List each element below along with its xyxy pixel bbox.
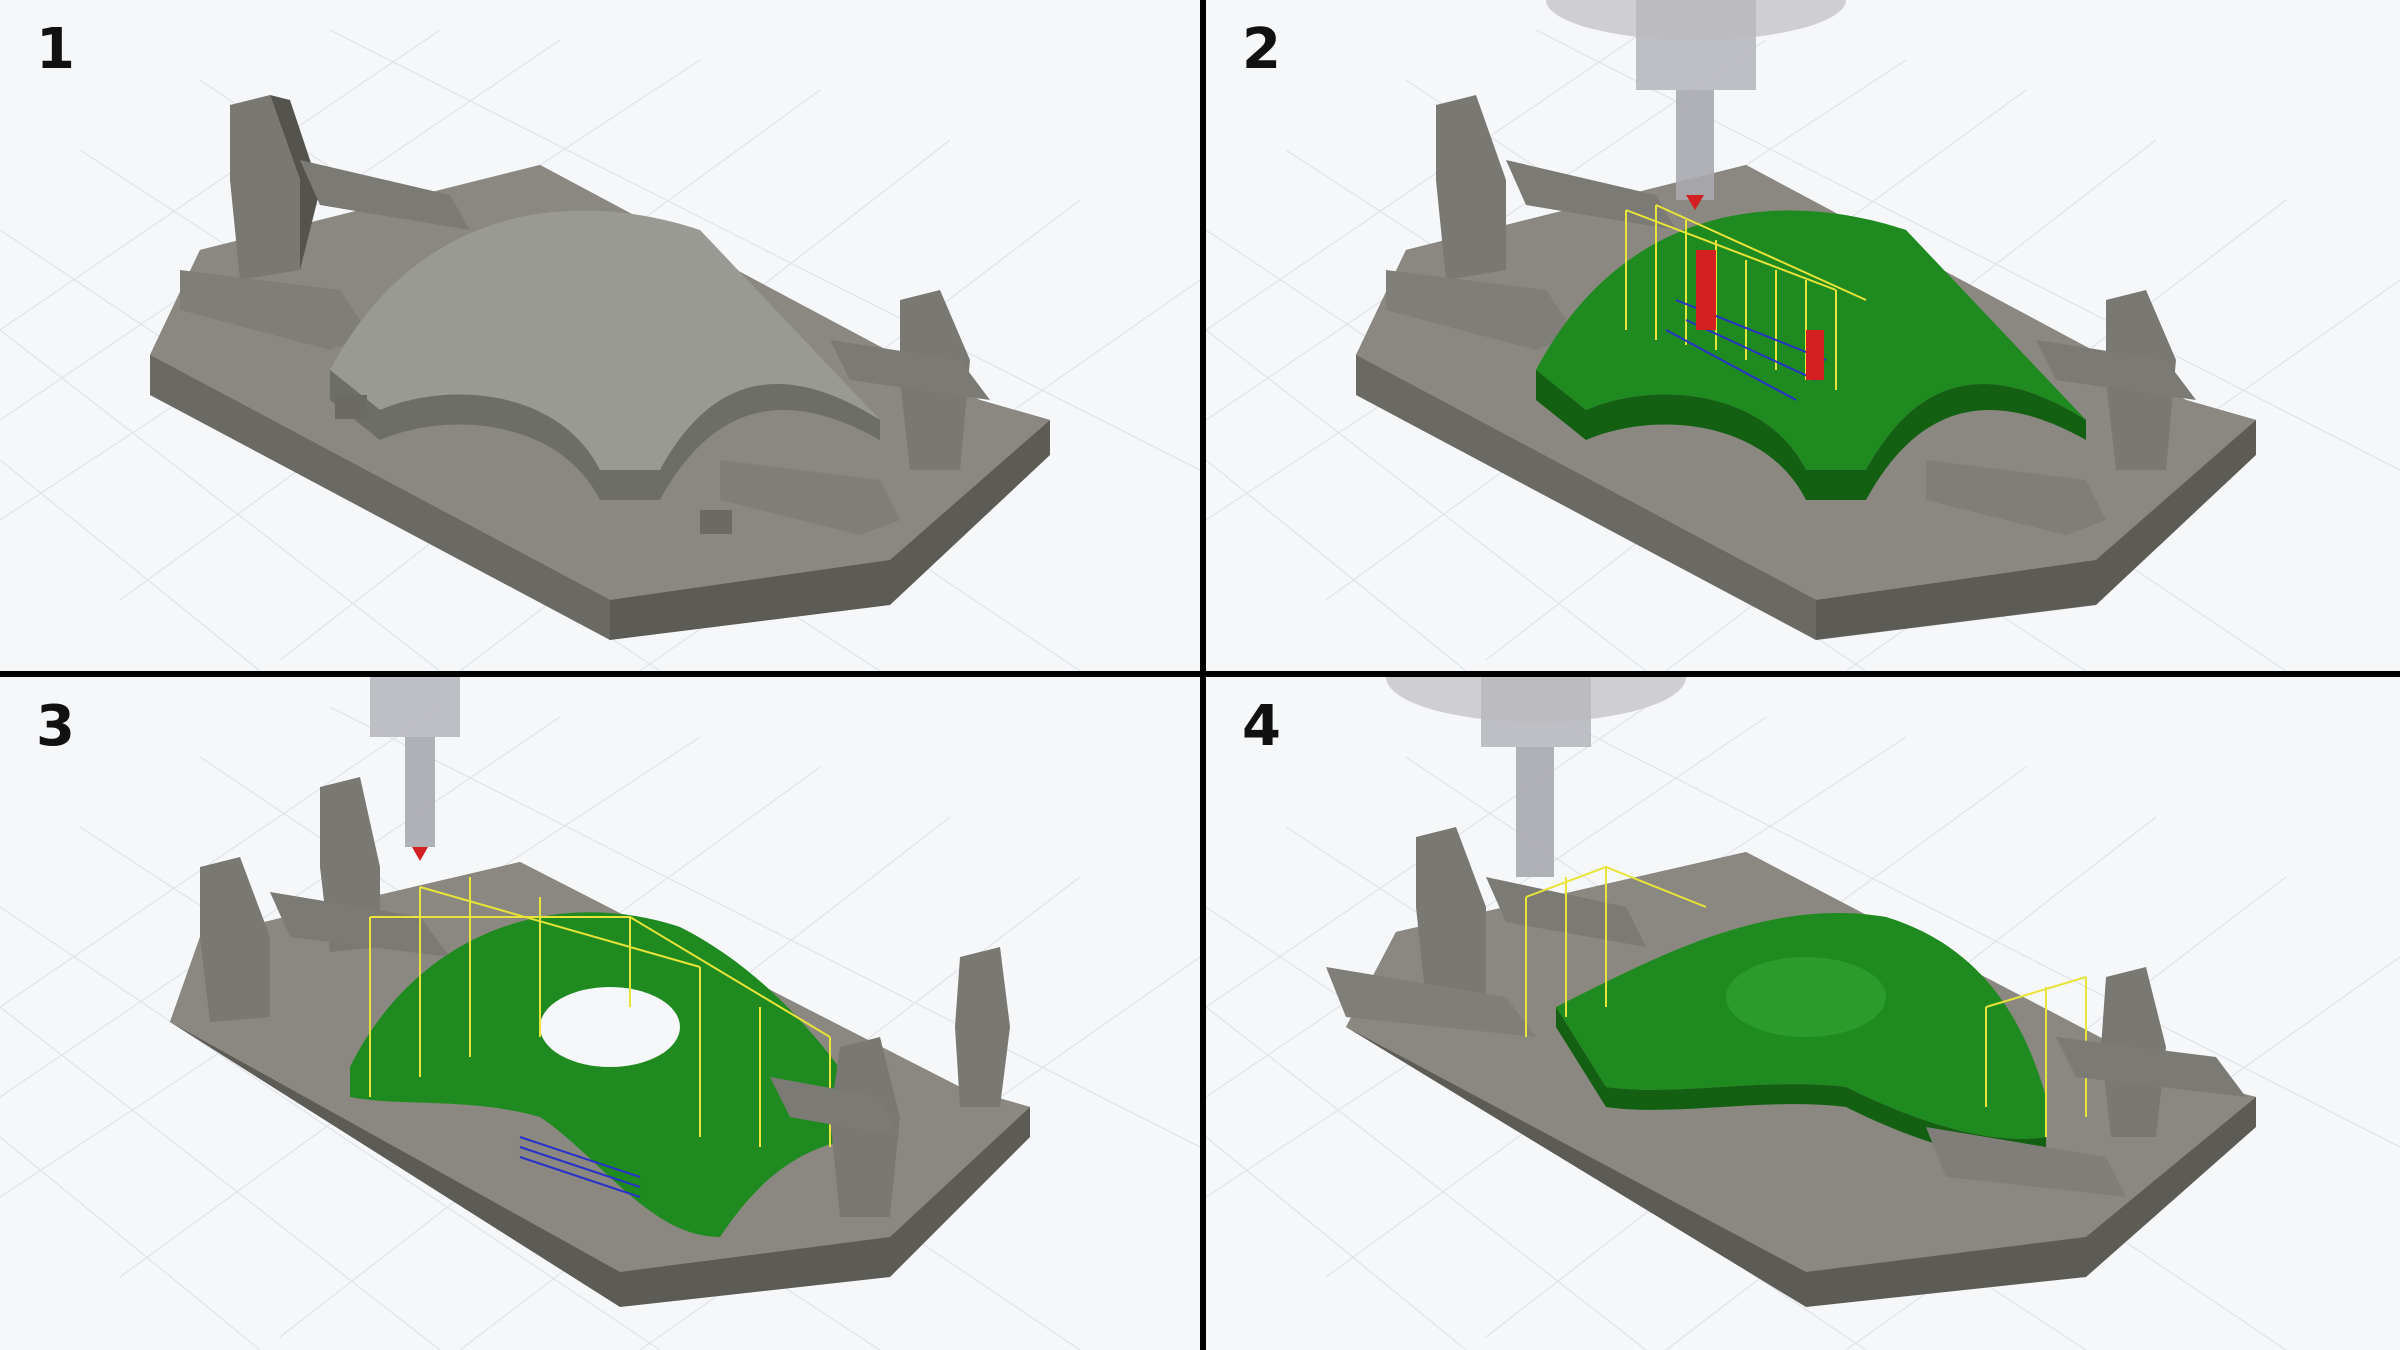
viewport-3d[interactable] [1206,0,2400,671]
spindle [370,677,460,861]
vise-jaw-right [1926,290,2196,535]
viewport-3d[interactable] [0,677,1200,1350]
machined-part [1556,913,2046,1159]
toolpath [1525,865,2087,1137]
step-number: 2 [1242,17,1281,82]
vise-jaw-right [770,947,1010,1217]
toolpath [369,877,831,1198]
step-number: 3 [36,694,75,759]
stock-block [330,210,880,500]
vise-jaw-left [200,777,450,1022]
panel-step-3[interactable]: 3 [0,677,1200,1350]
panel-step-4[interactable]: 4 [1206,677,2400,1350]
vise-jaw-left [180,95,470,350]
spindle [1386,677,1686,877]
step-number: 4 [1242,694,1281,759]
panel-step-1[interactable]: 1 [0,0,1200,671]
panel-step-2[interactable]: 2 [1206,0,2400,671]
locating-pins [335,395,732,534]
machined-part [350,912,860,1237]
spindle [1546,0,1846,210]
vise-jaw-right [1926,967,2246,1197]
viewport-3d[interactable] [1206,677,2400,1350]
viewport-3d[interactable] [0,0,1200,671]
step-number: 1 [36,17,75,82]
vise-jaw-right [720,290,990,535]
toolpath [1625,204,1867,401]
